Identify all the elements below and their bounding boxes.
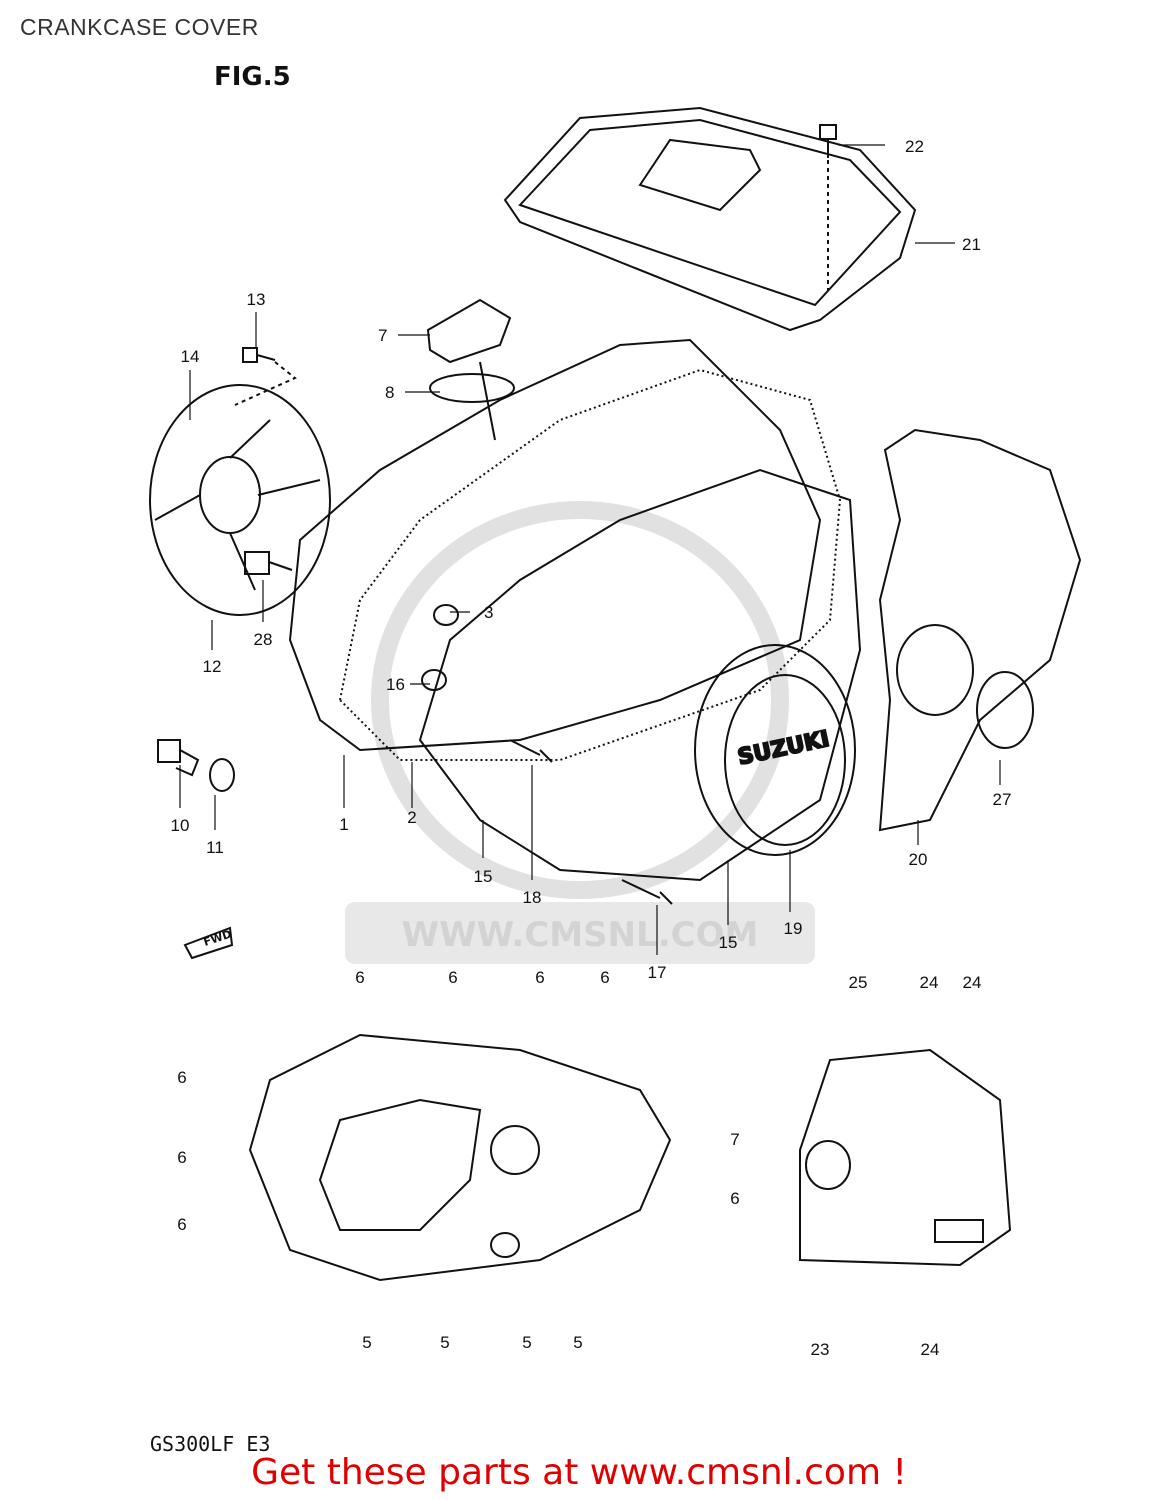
callout-11: 11 — [206, 838, 224, 857]
page-title: CRANKCASE COVER — [20, 14, 259, 40]
callout-6e: 6 — [177, 1068, 186, 1087]
callout-12: 12 — [203, 657, 222, 676]
callout-14: 14 — [181, 347, 200, 366]
callout-18: 17 — [648, 963, 667, 982]
figure-number: FIG.5 — [214, 62, 291, 92]
callout-6b: 6 — [448, 968, 457, 987]
callout-26: 22 — [905, 137, 924, 156]
part-13-screw — [234, 347, 297, 406]
part-21-side-cover — [878, 428, 1082, 832]
watermark-text: WWW.CMSNL.COM — [402, 915, 759, 955]
callout-24: 25 — [849, 973, 868, 992]
part-25-top-cover — [503, 106, 917, 332]
callout-17: 16 — [386, 675, 405, 694]
callout-21: 20 — [909, 850, 928, 869]
part-14-round-cover — [149, 384, 331, 616]
footer-cta-link[interactable]: Get these parts at www.cmsnl.com ! — [251, 1452, 907, 1493]
callout-23c: 24 — [921, 1340, 940, 1359]
fwd-arrow-icon: FWD — [183, 926, 233, 960]
callout-5a: 5 — [362, 1333, 371, 1352]
part-26-bolt — [819, 124, 837, 290]
watermark: WWW.CMSNL.COM — [345, 501, 815, 964]
callout-6d: 6 — [600, 968, 609, 987]
lower-side-cover — [799, 1048, 1012, 1267]
callout-8: 7 — [378, 326, 387, 345]
callout-6a: 6 — [355, 968, 364, 987]
part-28-switch — [244, 551, 293, 575]
callout-28: 28 — [254, 630, 273, 649]
callout-20: 19 — [784, 919, 803, 938]
callout-10: 10 — [171, 816, 190, 835]
crankcase-cover-assembly: SUZUKI — [288, 338, 862, 882]
callout-23a: 24 — [920, 973, 939, 992]
lower-inner-cover — [248, 1033, 672, 1282]
callout-6c: 6 — [535, 968, 544, 987]
callout-labels: 22 21 13 14 7 8 3 16 12 28 1 2 10 11 15 … — [171, 137, 1012, 1359]
callout-5d: 5 — [573, 1333, 582, 1352]
callout-2: 2 — [407, 808, 416, 827]
callout-6g: 6 — [177, 1215, 186, 1234]
callout-23b: 24 — [963, 973, 982, 992]
model-code: GS300LF E3 — [150, 1432, 271, 1456]
callout-25: 21 — [962, 235, 981, 254]
callout-19: 18 — [523, 888, 542, 907]
part-8-filler-cap — [426, 298, 515, 441]
callout-6h: 6 — [730, 1189, 739, 1208]
callout-27: 27 — [993, 790, 1012, 809]
callout-5c: 5 — [522, 1333, 531, 1352]
callout-16: 15 — [474, 867, 493, 886]
callout-13: 13 — [247, 290, 266, 309]
callout-22: 23 — [811, 1340, 830, 1359]
callout-5b: 5 — [440, 1333, 449, 1352]
callout-1: 1 — [339, 815, 348, 834]
callout-6f: 6 — [177, 1148, 186, 1167]
leader-lines — [179, 144, 1001, 955]
small-fasteners — [157, 604, 673, 905]
callout-7: 7 — [730, 1130, 739, 1149]
callout-9: 8 — [385, 383, 394, 402]
callout-3: 3 — [484, 603, 493, 622]
callout-15: 15 — [719, 933, 738, 952]
